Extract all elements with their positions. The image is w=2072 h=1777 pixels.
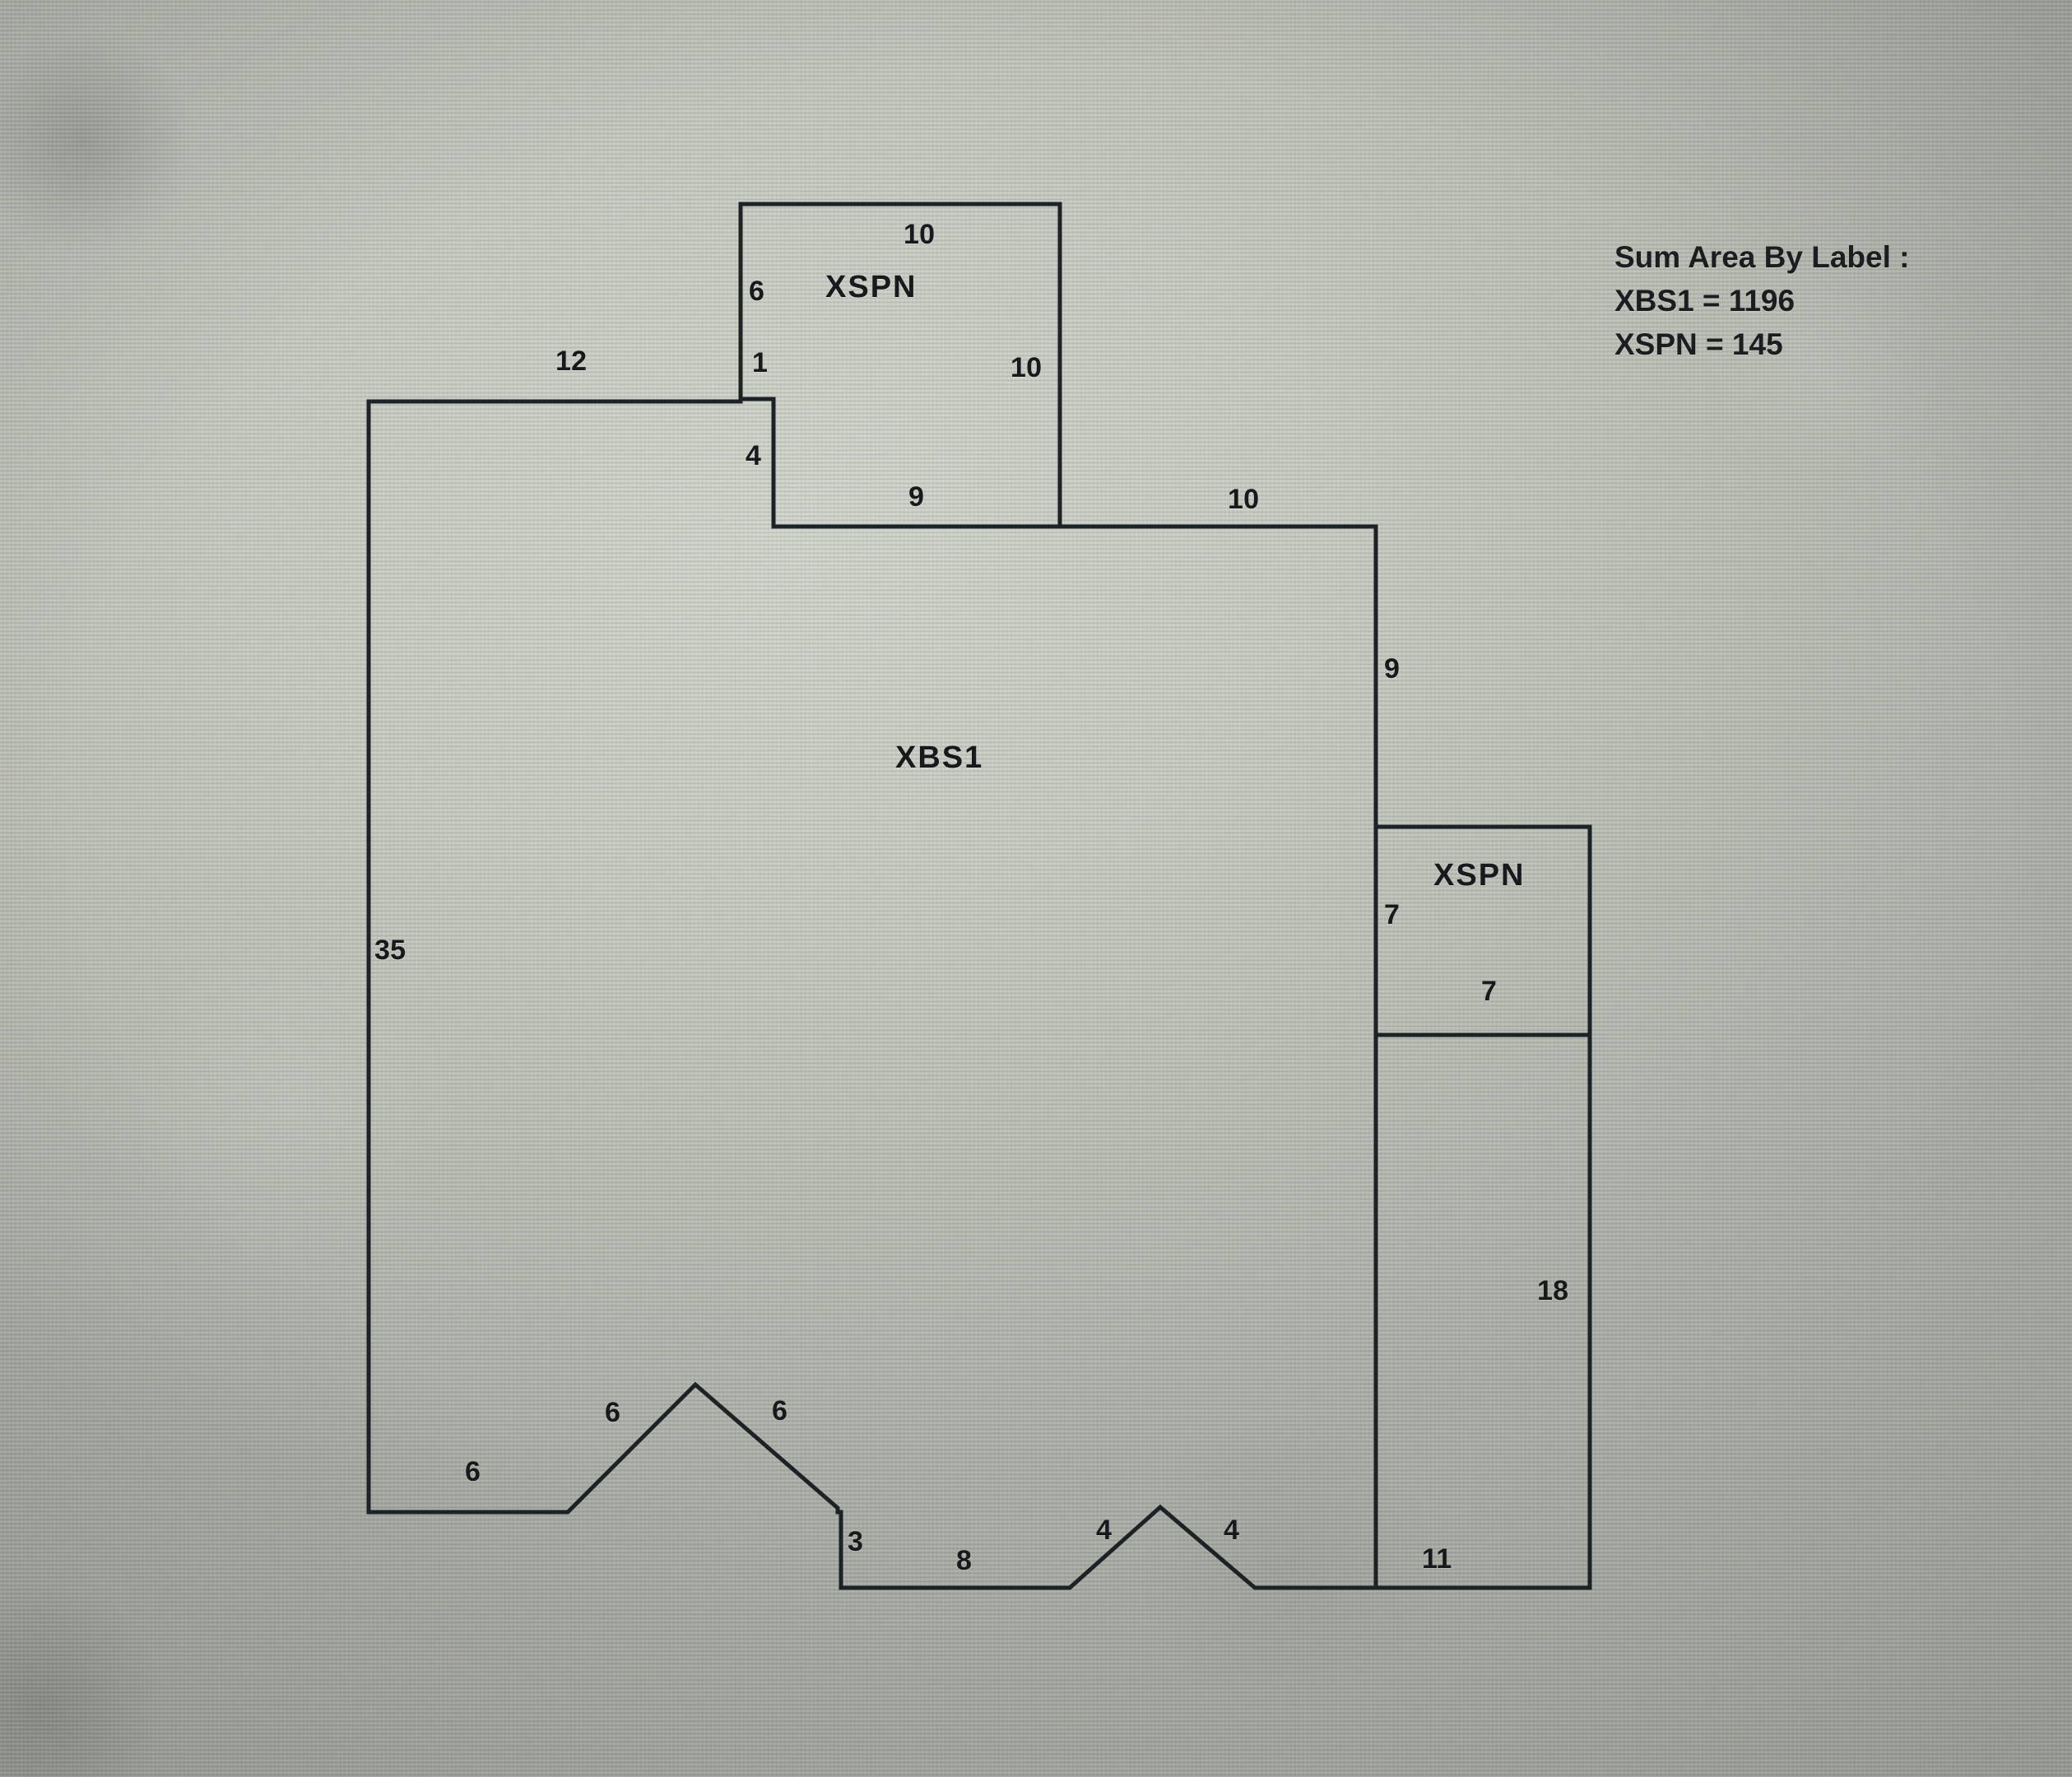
dim-bottom-right-run: 11 [1422,1543,1452,1575]
dim-top-rect-left: 6 [749,276,765,307]
dim-right-rect-bottom: 7 [1481,976,1498,1007]
summary-entry-xspn: XSPN = 145 [1614,327,1783,361]
dim-main-top-right: 10 [1228,484,1260,515]
dim-peak-left: 6 [605,1397,621,1428]
dim-right-lower: 18 [1537,1275,1569,1306]
dim-peak2-left: 4 [1096,1515,1113,1546]
dim-drop-3: 3 [848,1526,864,1557]
dim-top-rect-right: 10 [1010,352,1043,383]
dim-peak-right: 6 [772,1395,788,1427]
shape-label-xspn-top: XSPN [825,270,918,304]
dim-notch-left-short: 1 [752,347,769,378]
dim-right-rect-left: 7 [1384,899,1401,930]
summary-entry-xbs1: XBS1 = 1196 [1614,284,1796,318]
dim-notch-bottom: 9 [908,481,925,513]
dim-notch-step: 4 [746,440,762,471]
summary-heading: Sum Area By Label : [1614,240,1910,274]
dim-peak2-right: 4 [1224,1515,1240,1546]
dim-bottom-left-run: 6 [465,1456,481,1487]
shape-label-xbs1: XBS1 [895,740,984,775]
dim-main-left: 35 [374,935,407,966]
dim-main-top-left: 12 [555,346,588,377]
dim-right-upper: 9 [1384,653,1401,684]
dim-flat-8: 8 [956,1545,973,1576]
xspn-right-polygon[interactable] [1376,824,1592,1037]
dim-top-rect-top: 10 [904,219,936,250]
shape-label-xspn-right: XSPN [1433,858,1526,893]
xbs1-main-polygon[interactable] [366,397,1378,1590]
sum-area-summary: Sum Area By Label : XBS1 = 1196 XSPN = 1… [1614,235,1909,366]
xbs1-right-edge [1373,527,1592,1590]
